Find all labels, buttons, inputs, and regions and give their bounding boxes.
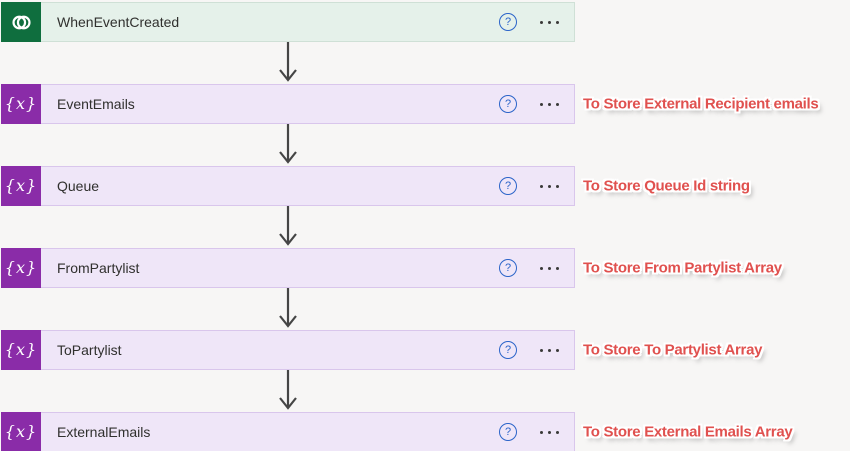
card-actions: ?	[499, 423, 574, 441]
help-glyph: ?	[504, 179, 512, 192]
flow-step: WhenEventCreated ?	[0, 2, 850, 82]
connector-arrow	[275, 42, 301, 84]
ellipsis-icon	[548, 20, 551, 24]
ellipsis-icon	[540, 348, 543, 352]
ellipsis-icon	[548, 430, 551, 434]
step-icon: {x}	[1, 84, 41, 124]
card-actions: ?	[499, 259, 574, 277]
ellipsis-icon	[556, 20, 559, 24]
card-actions: ?	[499, 13, 574, 31]
connector-arrow	[275, 206, 301, 248]
help-icon[interactable]: ?	[499, 177, 517, 195]
help-icon[interactable]: ?	[499, 341, 517, 359]
ellipsis-menu-button[interactable]	[538, 181, 561, 192]
ellipsis-icon	[556, 348, 559, 352]
step-icon: {x}	[1, 330, 41, 370]
help-glyph: ?	[504, 261, 512, 274]
ellipsis-icon	[556, 430, 559, 434]
step-icon: {x}	[1, 166, 41, 206]
ellipsis-menu-button[interactable]	[538, 345, 561, 356]
step-label: Queue	[57, 178, 100, 194]
connector-arrow	[275, 124, 301, 166]
action-card[interactable]: WhenEventCreated ?	[1, 2, 575, 42]
ellipsis-icon	[556, 184, 559, 188]
step-label: FromPartylist	[57, 260, 140, 276]
step-icon: {x}	[1, 248, 41, 288]
help-glyph: ?	[504, 425, 512, 438]
variable-icon: {x}	[4, 340, 38, 359]
help-icon[interactable]: ?	[499, 259, 517, 277]
ellipsis-menu-button[interactable]	[538, 99, 561, 110]
annotation-text: To Store External Emails Array	[583, 423, 793, 441]
step-label: ExternalEmails	[57, 424, 151, 440]
annotation-text: To Store External Recipient emails	[583, 95, 819, 113]
annotation-text: To Store Queue Id string	[583, 177, 750, 195]
step-label: WhenEventCreated	[57, 14, 180, 30]
action-card[interactable]: {x} ExternalEmails ?	[1, 412, 575, 451]
dataverse-icon	[11, 15, 31, 29]
action-card[interactable]: {x} ToPartylist ?	[1, 330, 575, 370]
card-actions: ?	[499, 95, 574, 113]
action-card[interactable]: {x} FromPartylist ?	[1, 248, 575, 288]
flow-step: {x} FromPartylist ? To Store From Partyl…	[0, 248, 850, 328]
help-glyph: ?	[504, 97, 512, 110]
ellipsis-icon	[548, 266, 551, 270]
variable-icon: {x}	[4, 94, 38, 113]
help-icon[interactable]: ?	[499, 95, 517, 113]
ellipsis-icon	[540, 102, 543, 106]
ellipsis-menu-button[interactable]	[538, 17, 561, 28]
ellipsis-icon	[548, 184, 551, 188]
card-actions: ?	[499, 177, 574, 195]
help-glyph: ?	[504, 15, 512, 28]
flow-step: {x} EventEmails ? To Store External Reci…	[0, 84, 850, 164]
step-label: ToPartylist	[57, 342, 122, 358]
annotation-text: To Store To Partylist Array	[583, 341, 763, 359]
variable-icon: {x}	[4, 422, 38, 441]
ellipsis-icon	[548, 102, 551, 106]
help-icon[interactable]: ?	[499, 423, 517, 441]
step-label: EventEmails	[57, 96, 135, 112]
flow-step: {x} Queue ? To Store Queue Id string	[0, 166, 850, 246]
step-icon	[1, 2, 41, 42]
ellipsis-icon	[556, 102, 559, 106]
ellipsis-icon	[540, 266, 543, 270]
connector-arrow	[275, 288, 301, 330]
ellipsis-icon	[556, 266, 559, 270]
action-card[interactable]: {x} Queue ?	[1, 166, 575, 206]
card-actions: ?	[499, 341, 574, 359]
ellipsis-icon	[540, 184, 543, 188]
ellipsis-icon	[540, 20, 543, 24]
variable-icon: {x}	[4, 176, 38, 195]
help-icon[interactable]: ?	[499, 13, 517, 31]
action-card[interactable]: {x} EventEmails ?	[1, 84, 575, 124]
annotation-text: To Store From Partylist Array	[583, 259, 782, 277]
help-glyph: ?	[504, 343, 512, 356]
ellipsis-menu-button[interactable]	[538, 263, 561, 274]
connector-arrow	[275, 370, 301, 412]
ellipsis-icon	[540, 430, 543, 434]
variable-icon: {x}	[4, 258, 38, 277]
flow-step: {x} ToPartylist ? To Store To Partylist …	[0, 330, 850, 410]
ellipsis-menu-button[interactable]	[538, 427, 561, 438]
step-icon: {x}	[1, 412, 41, 451]
flow-step: {x} ExternalEmails ? To Store External E…	[0, 412, 850, 451]
ellipsis-icon	[548, 348, 551, 352]
